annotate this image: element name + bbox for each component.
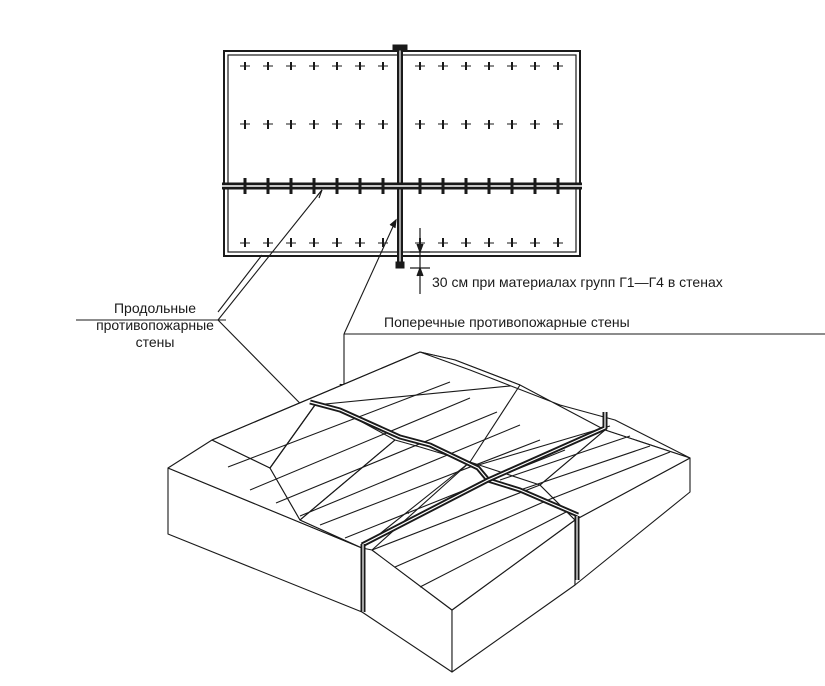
longitudinal-walls-label: Продольные противопожарные стены <box>70 300 240 351</box>
building-3d <box>167 351 691 673</box>
longitudinal-label-line2: противопожарные <box>96 317 214 333</box>
dimension-marks <box>410 228 430 294</box>
dimension-note-label: 30 см при материалах групп Г1—Г4 в стена… <box>432 274 723 290</box>
longitudinal-label-line1: Продольные <box>113 300 197 316</box>
plan-column-ticks <box>240 62 563 247</box>
transverse-walls-label: Поперечные противопожарные стены <box>384 314 630 330</box>
plan-view <box>222 44 582 294</box>
longitudinal-label-line3: стены <box>135 334 175 350</box>
